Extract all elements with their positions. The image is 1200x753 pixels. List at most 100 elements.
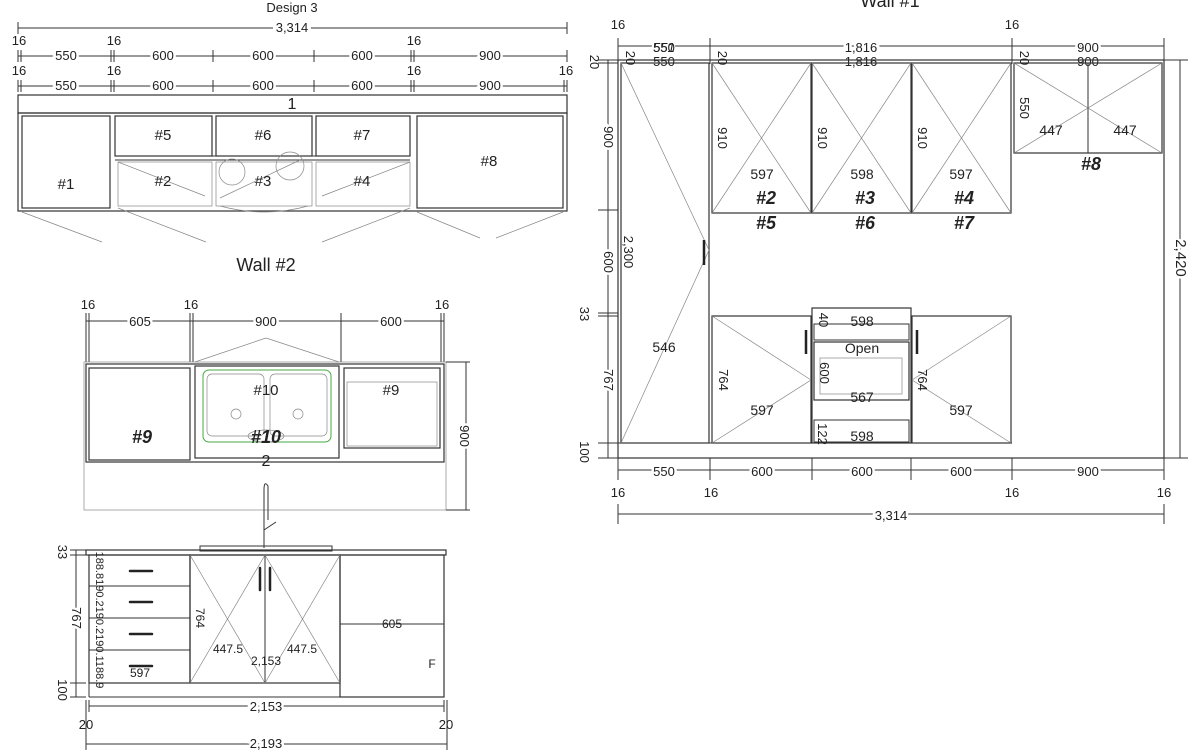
w2e-door-height: 764 xyxy=(193,608,207,628)
w1-corner-w2: 447 xyxy=(1113,122,1137,138)
w2e-door-w1: 447.5 xyxy=(213,642,243,656)
w1-right-2420: 2,420 xyxy=(1172,239,1189,277)
plan-unit-4: #4 xyxy=(354,173,371,190)
w1-left-33: 33 xyxy=(577,307,592,321)
w1-left-100: 100 xyxy=(577,441,592,463)
plan-overall-dim: 3,314 xyxy=(276,20,309,35)
w1-unit-4: #4 xyxy=(954,188,974,208)
w2-16a: 16 xyxy=(81,297,95,312)
w1-corner-height: 550 xyxy=(1017,97,1032,119)
w1-uw-3: 597 xyxy=(949,166,973,182)
w2e-overall: 2,193 xyxy=(250,736,283,751)
w1-gap-a: 20 xyxy=(623,51,638,65)
plan-unit-6: #6 xyxy=(255,127,272,144)
w2e-767: 767 xyxy=(69,607,84,629)
w1-unit-8: #8 xyxy=(1081,154,1101,174)
plan-r1-600a: 600 xyxy=(152,48,174,63)
plan-r1-600b: 600 xyxy=(252,48,274,63)
plan-r1-600c: 600 xyxy=(351,48,373,63)
w1-b-900: 900 xyxy=(1077,464,1099,479)
w2-605: 605 xyxy=(129,314,151,329)
w1-b-16a: 16 xyxy=(611,485,625,500)
plan-unit-2: #2 xyxy=(155,173,172,190)
plan-r2-600b: 600 xyxy=(252,78,274,93)
plan-unit-8: #8 xyxy=(481,153,498,170)
w1-top-1816: 1,816 xyxy=(845,40,878,55)
w1-left-20: 20 xyxy=(587,55,602,69)
w1-b-600b: 600 xyxy=(851,464,873,479)
plan-unit-3: #3 xyxy=(255,173,272,190)
w1-top2-1816: 1,816 xyxy=(845,54,878,69)
w1-oven-label: Open xyxy=(845,340,879,356)
w1-unit-2: #2 xyxy=(756,188,776,208)
w2e-bottom-inner: 2,153 xyxy=(250,699,283,714)
w1-top-16a: 16 xyxy=(611,17,625,32)
plan-r2-900: 900 xyxy=(479,78,501,93)
plan-unit-5: #5 xyxy=(155,127,172,144)
plan-r1-16c: 16 xyxy=(407,33,421,48)
w1-unit-5: #5 xyxy=(756,213,777,233)
w2e-drawer-dims: 188.8190.2190.2190.1188.9 xyxy=(93,552,105,689)
w1-uw-1: 597 xyxy=(750,166,774,182)
w2-600: 600 xyxy=(380,314,402,329)
w2-unit-9a: #9 xyxy=(383,382,400,399)
w1-gap-c: 20 xyxy=(1017,51,1032,65)
w1-unit-6: #6 xyxy=(855,213,876,233)
w1-uh-3: 910 xyxy=(915,127,930,149)
w1-top-550: 550 xyxy=(653,40,675,55)
w2e-door-w2: 447.5 xyxy=(287,642,317,656)
w2-unit-10b: #10 xyxy=(251,427,281,447)
w1-oven-w: 567 xyxy=(850,389,874,405)
w1-b-600a: 600 xyxy=(751,464,773,479)
w1-oven-top-h: 40 xyxy=(816,313,831,327)
w2-unit-9b: #9 xyxy=(132,427,152,447)
w1-corner-w1: 447 xyxy=(1039,122,1063,138)
plan-r2-16a: 16 xyxy=(12,63,26,78)
w1-overall: 3,314 xyxy=(875,508,908,523)
plan-r2-16b: 16 xyxy=(107,63,121,78)
w1-uh-2: 910 xyxy=(815,127,830,149)
w1-b-16d: 16 xyxy=(1157,485,1171,500)
wall1-title: Wall #1 xyxy=(860,0,919,11)
w2e-right-width: 605 xyxy=(382,617,402,631)
w1-b-600c: 600 xyxy=(950,464,972,479)
w2-16c: 16 xyxy=(435,297,449,312)
w1-tall-width: 546 xyxy=(652,339,676,355)
w1-b-16b: 16 xyxy=(704,485,718,500)
plan-r1-550: 550 xyxy=(55,48,77,63)
w2e-gap-r: 20 xyxy=(439,717,453,732)
w2-label: 2 xyxy=(262,453,271,470)
w1-unit-7: #7 xyxy=(954,213,975,233)
design-title: Design 3 xyxy=(266,0,317,15)
w1-left-767: 767 xyxy=(601,369,616,391)
w2-900: 900 xyxy=(255,314,277,329)
plan-unit-1: #1 xyxy=(58,176,75,193)
plan-r2-16d: 16 xyxy=(559,63,573,78)
plan-r2-550: 550 xyxy=(55,78,77,93)
w2e-inner-width: 2,153 xyxy=(251,654,281,668)
w2e-gap-l: 20 xyxy=(79,717,93,732)
w2e-100: 100 xyxy=(55,679,70,701)
w1-top-16b: 16 xyxy=(1005,17,1019,32)
w1-b-550: 550 xyxy=(653,464,675,479)
plan-r2-600c: 600 xyxy=(351,78,373,93)
w1-uh-1: 910 xyxy=(715,127,730,149)
plan-top-label: 1 xyxy=(288,96,297,113)
w1-top-551: 551 xyxy=(653,40,675,55)
plan-r1-900: 900 xyxy=(479,48,501,63)
w1-bw-2: 597 xyxy=(949,402,973,418)
w1-top2-550: 550 xyxy=(653,54,675,69)
w2e-drawer-width: 597 xyxy=(130,666,150,680)
w1-left-600: 600 xyxy=(601,251,616,273)
w1-unit-3: #3 xyxy=(855,188,875,208)
w1-oven-bottom: 598 xyxy=(850,428,874,444)
w1-left-900: 900 xyxy=(601,126,616,148)
w2e-fridge: F xyxy=(428,657,435,671)
w1-top-900: 900 xyxy=(1077,40,1099,55)
w1-bh-2: 764 xyxy=(915,369,930,391)
plan-r1-16a: 16 xyxy=(12,33,26,48)
w1-bw-1: 597 xyxy=(750,402,774,418)
w1-uw-2: 598 xyxy=(850,166,874,182)
plan-unit-7: #7 xyxy=(354,127,371,144)
